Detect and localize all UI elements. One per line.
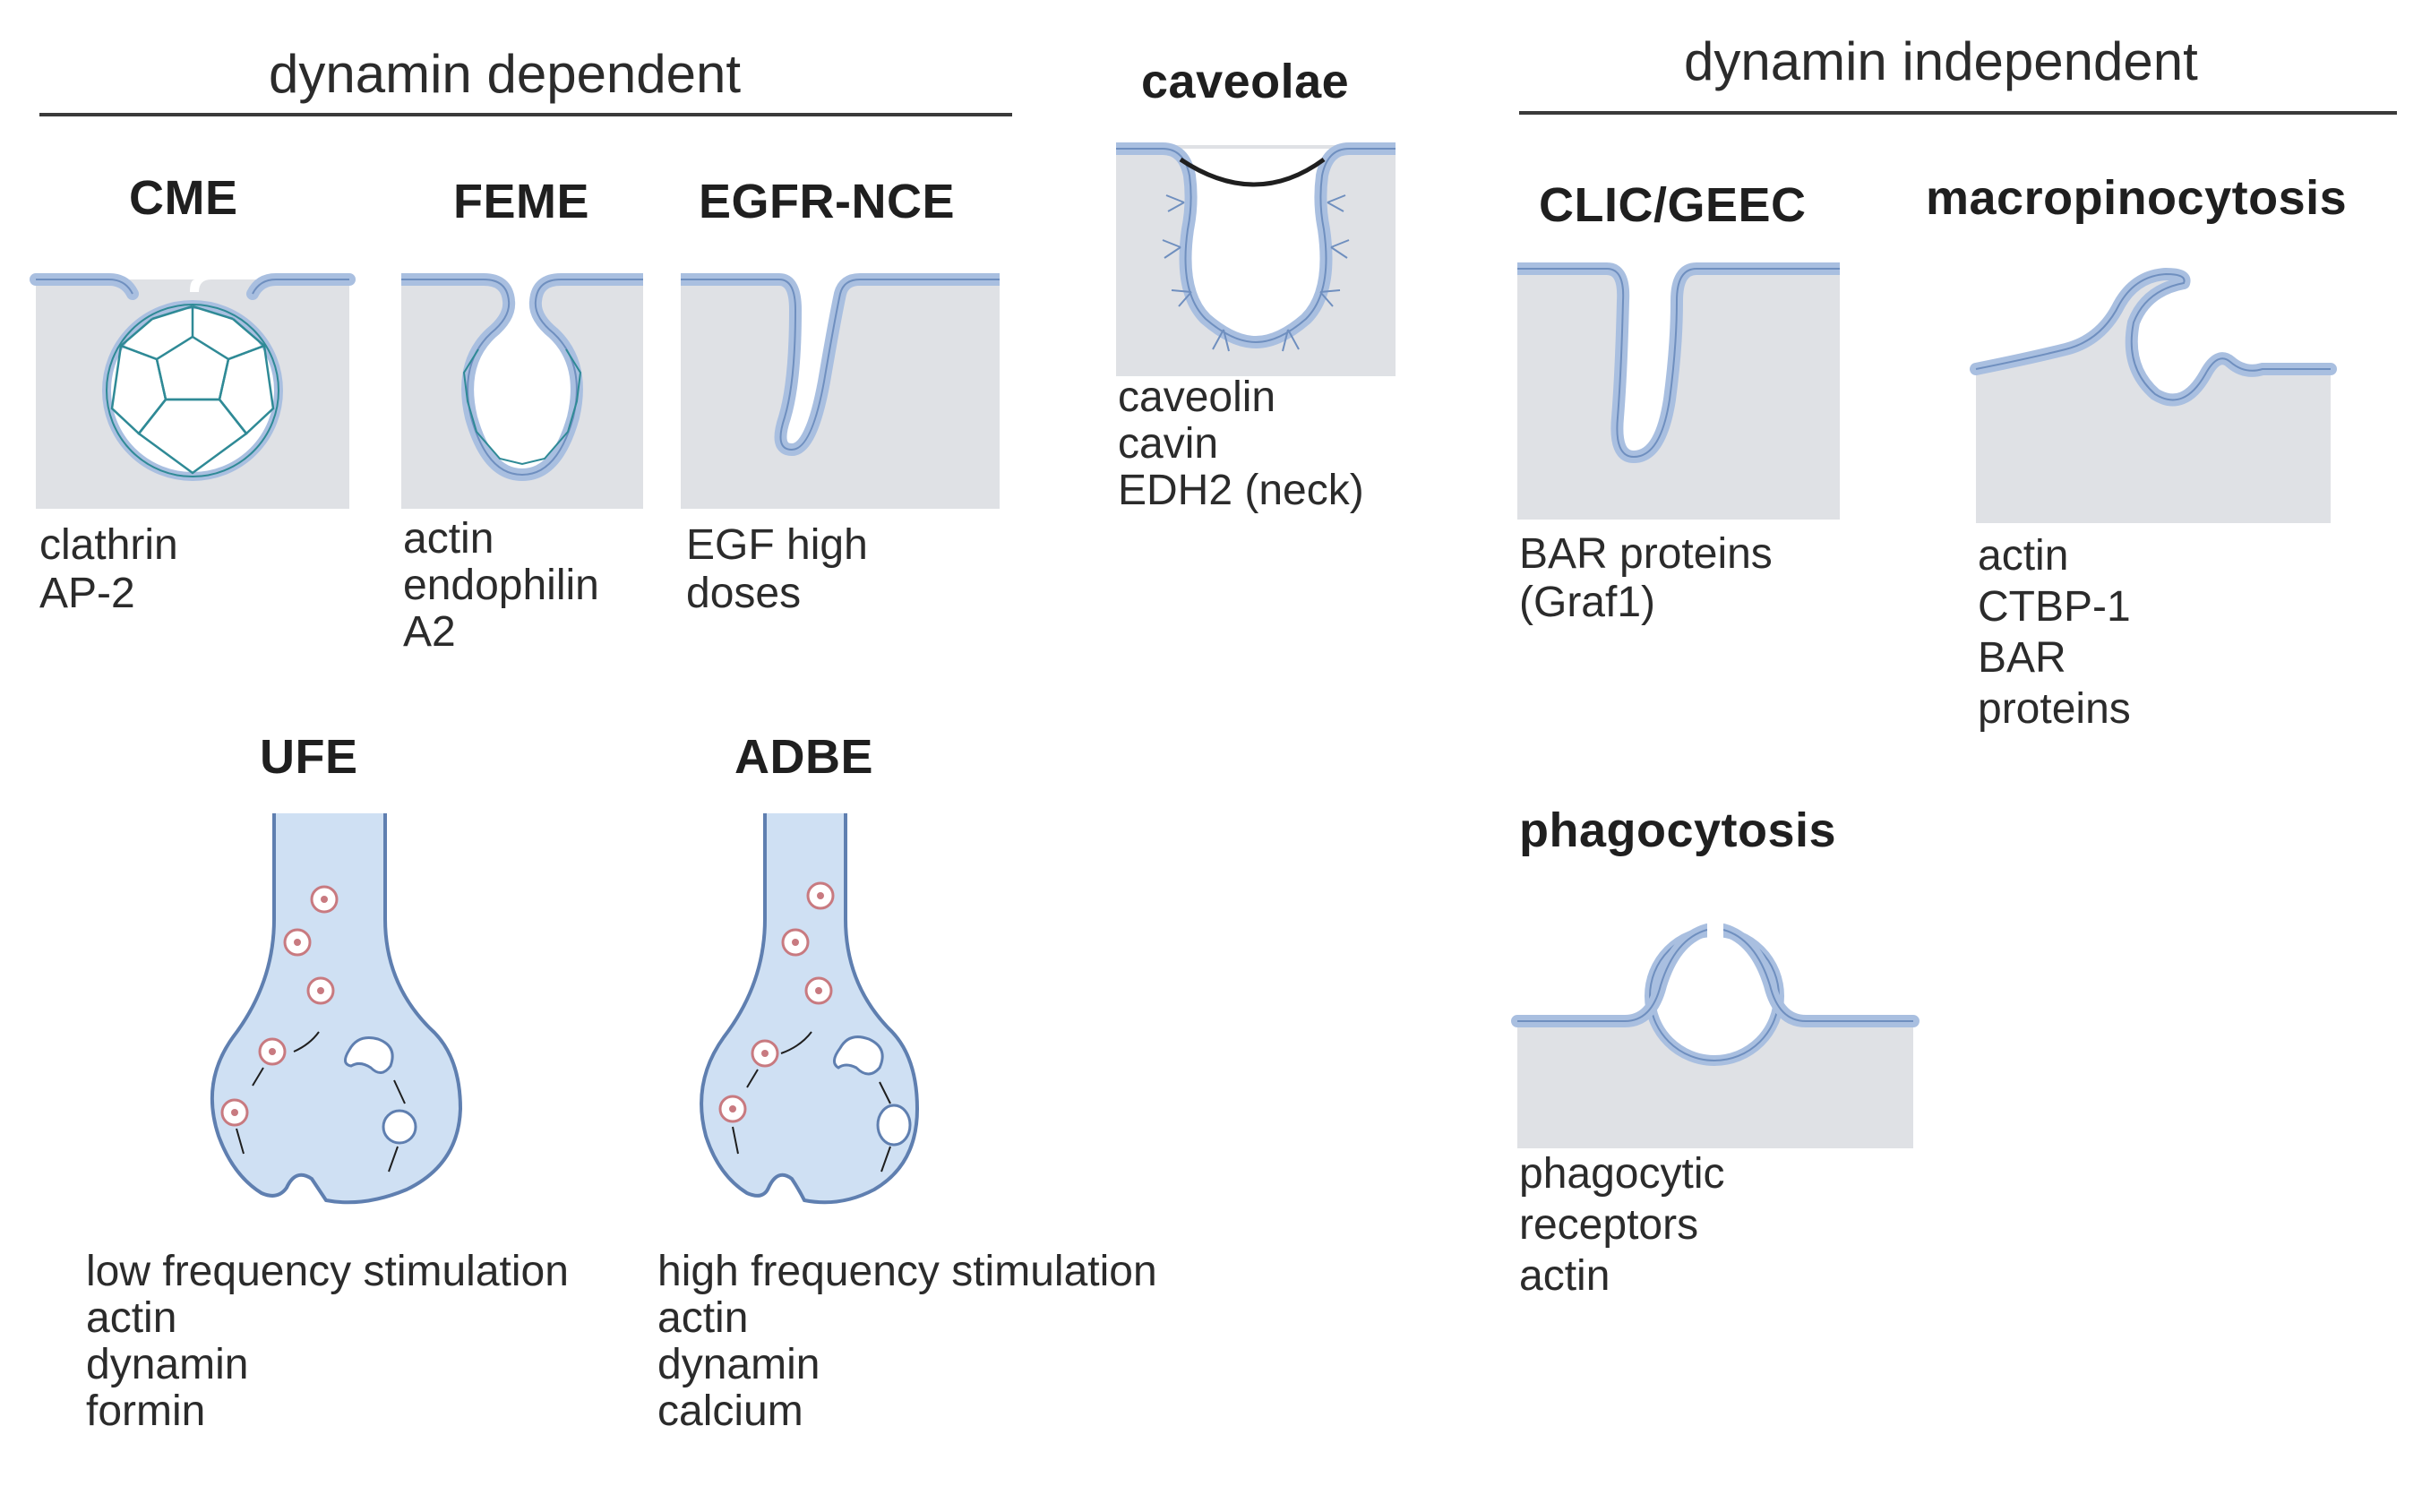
ufe-synapse-diagram — [210, 813, 463, 1205]
pathway-label-feme: FEME — [453, 175, 590, 228]
group-divider-dependent — [39, 113, 1012, 116]
group-title-dynamin-dependent: dynamin dependent — [269, 44, 742, 104]
pathway-label-clic-geec: CLIC/GEEC — [1539, 178, 1807, 232]
cme-diagram — [30, 273, 356, 509]
egfr-nce-diagram — [681, 273, 1000, 509]
pathway-label-egfr-nce: EGFR-NCE — [699, 175, 955, 228]
adbe-synapse-diagram — [700, 813, 920, 1205]
feme-diagram — [401, 273, 643, 509]
pathway-label-ufe: UFE — [260, 730, 358, 784]
group-divider-independent — [1519, 111, 2397, 115]
pathway-label-caveolae: caveolae — [1141, 55, 1350, 108]
pathway-label-phagocytosis: phagocytosis — [1519, 803, 1837, 857]
clic-geec-diagram — [1517, 262, 1840, 520]
pathway-label-macropinocytosis: macropinocytosis — [1926, 171, 2348, 225]
pathway-label-cme: CME — [129, 171, 238, 225]
group-title-dynamin-independent: dynamin independent — [1684, 31, 2198, 91]
caveolae-diagram — [1116, 142, 1396, 376]
components-clic-geec: BAR proteins(Graf1) — [1519, 530, 1773, 626]
macropinocytosis-diagram — [1970, 267, 2337, 523]
phagocytosis-diagram — [1511, 923, 1920, 1148]
pathway-label-adbe: ADBE — [734, 730, 874, 784]
